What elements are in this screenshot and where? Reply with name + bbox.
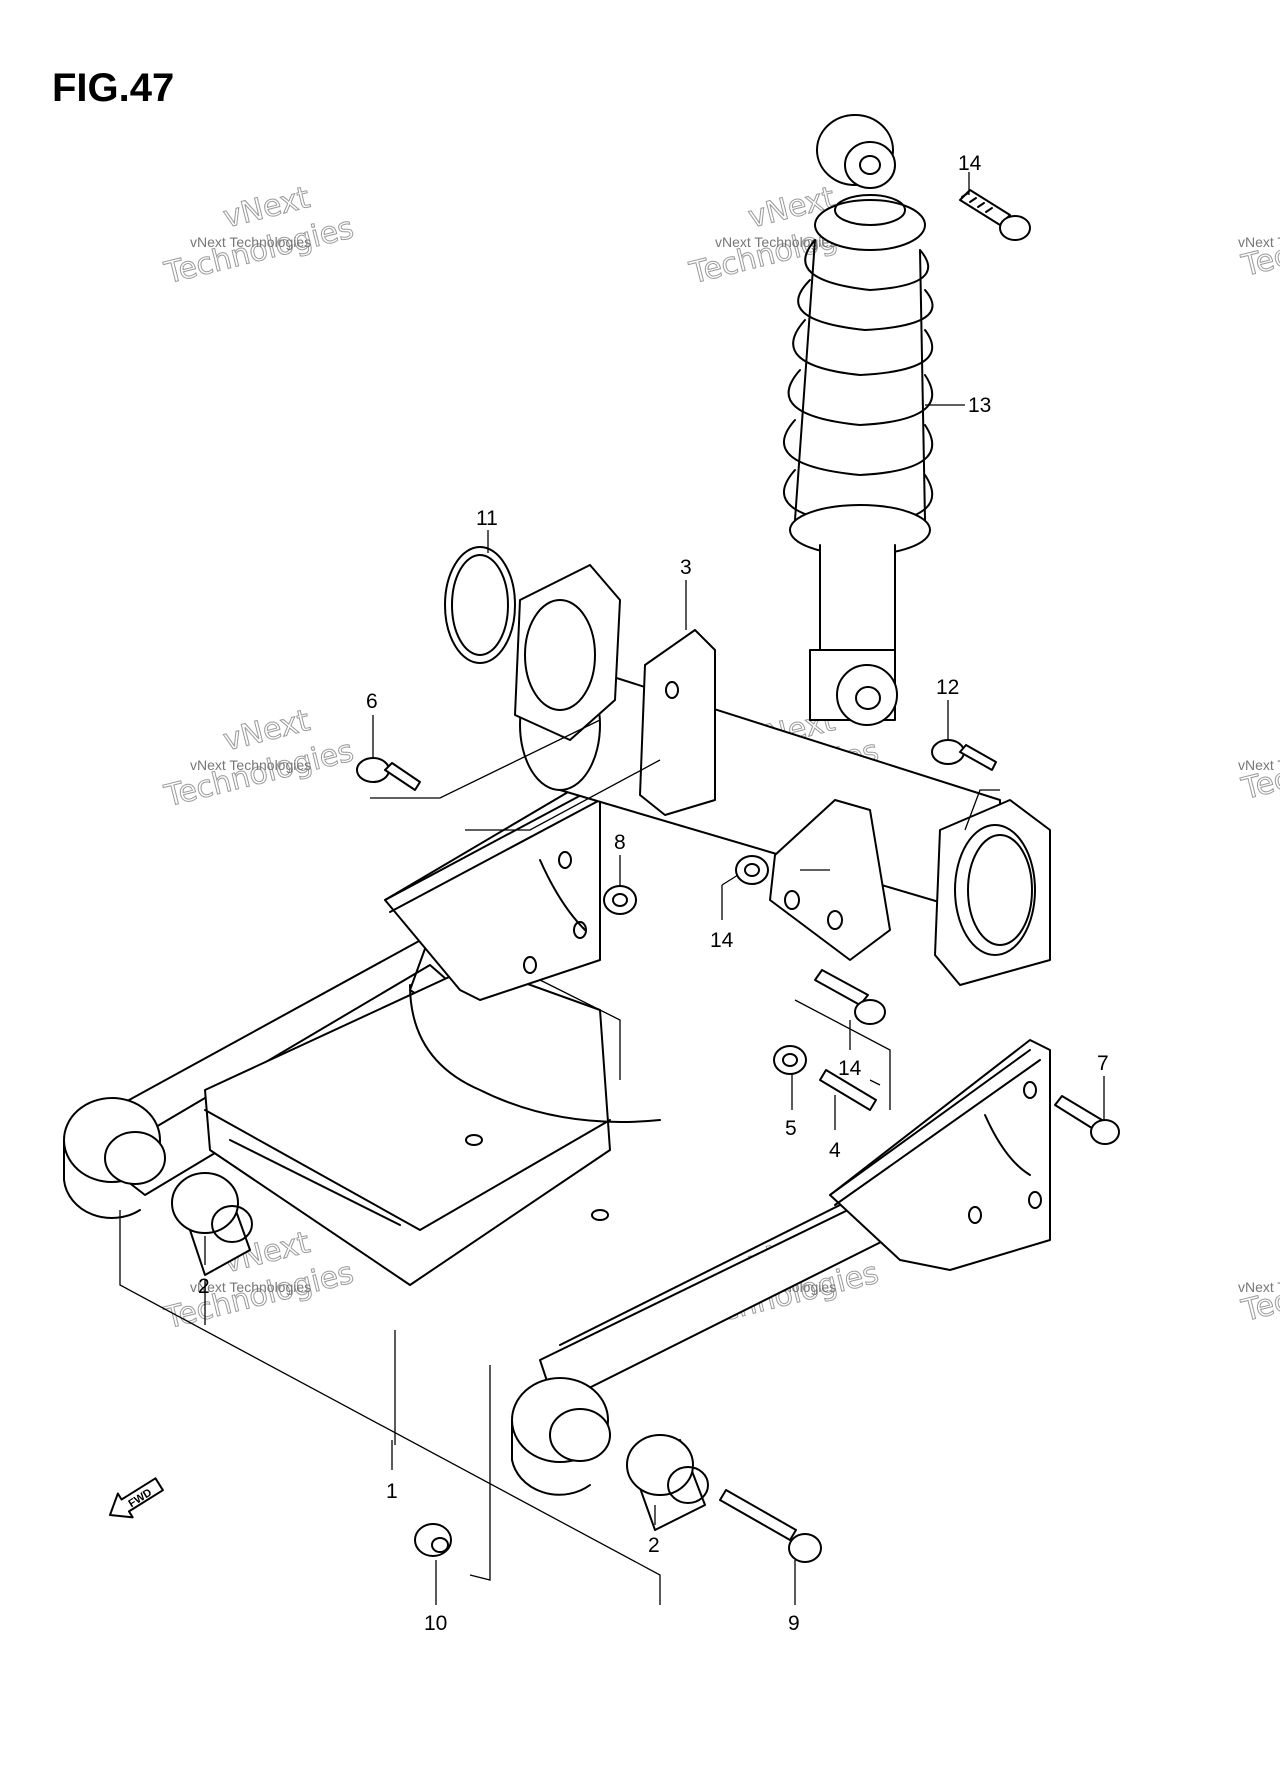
callout-11: 11: [476, 507, 498, 530]
svg-text:vNext Technologies: vNext Technologies: [715, 234, 836, 250]
bolt-14-lower: [814, 969, 886, 1025]
callout-1: 1: [386, 1480, 398, 1503]
shock-absorber: [783, 114, 934, 726]
axle-housing: [514, 564, 1051, 986]
nut-10: [414, 1523, 452, 1557]
bolt-12: [931, 739, 997, 771]
watermark: Technologies vNext Technologies: [1237, 203, 1280, 285]
stud-4: [819, 1069, 877, 1111]
callout-5: 5: [785, 1117, 797, 1140]
callout-2-left: 2: [198, 1275, 210, 1298]
bolt-7: [1054, 1095, 1120, 1145]
swingarm: [63, 784, 1051, 1496]
figure-title: FIG.47: [52, 66, 175, 110]
watermark: vNext Technologies vNext Technologies: [160, 703, 357, 815]
callout-7: 7: [1097, 1052, 1109, 1075]
bushing-2-right: [626, 1434, 709, 1531]
callout-12: 12: [936, 676, 959, 699]
nut-5: [773, 1045, 807, 1075]
svg-text:vNext Technologies: vNext Technologies: [190, 234, 311, 250]
callout-14-lower: 14: [838, 1057, 862, 1080]
watermark: vNext Technologies vNext Technologies: [160, 1225, 357, 1337]
callout-2-right: 2: [648, 1534, 660, 1557]
svg-text:vNext Technologies: vNext Technologies: [190, 1279, 311, 1295]
callout-6: 6: [366, 690, 378, 713]
callout-8: 8: [614, 831, 626, 854]
watermark: Technologies vNext Technologies: [1237, 726, 1280, 808]
o-ring: [444, 546, 516, 664]
leader-lines: [119, 719, 1000, 1605]
callout-4: 4: [829, 1139, 841, 1162]
callout-15: 14: [710, 929, 734, 952]
bushing-2-left: [171, 1172, 253, 1276]
svg-text:vNext Technologies: vNext Technologies: [1238, 757, 1280, 773]
watermark: vNext Technologies vNext Technologies: [160, 180, 357, 292]
nut-15: [735, 855, 769, 885]
callout-13: 13: [968, 394, 991, 417]
callout-9: 9: [788, 1612, 800, 1635]
fwd-arrow: FWD: [109, 1477, 164, 1519]
callout-14-upper: 14: [958, 152, 982, 175]
bolt-14-upper: [959, 189, 1031, 241]
callouts: 14 13 11 3 6 12 8 14 14 7 5 4: [198, 152, 1109, 1635]
svg-text:vNext Technologies: vNext Technologies: [190, 757, 311, 773]
svg-text:vNext Technologies: vNext Technologies: [1238, 234, 1280, 250]
bolt-6: [356, 757, 421, 791]
svg-text:vNext Technologies: vNext Technologies: [1238, 1279, 1280, 1295]
watermark: Technologies vNext Technologies: [1237, 1248, 1280, 1330]
callout-10: 10: [424, 1612, 447, 1635]
nut-8: [603, 885, 637, 915]
callout-3: 3: [680, 556, 692, 579]
bolt-9: [719, 1489, 822, 1563]
